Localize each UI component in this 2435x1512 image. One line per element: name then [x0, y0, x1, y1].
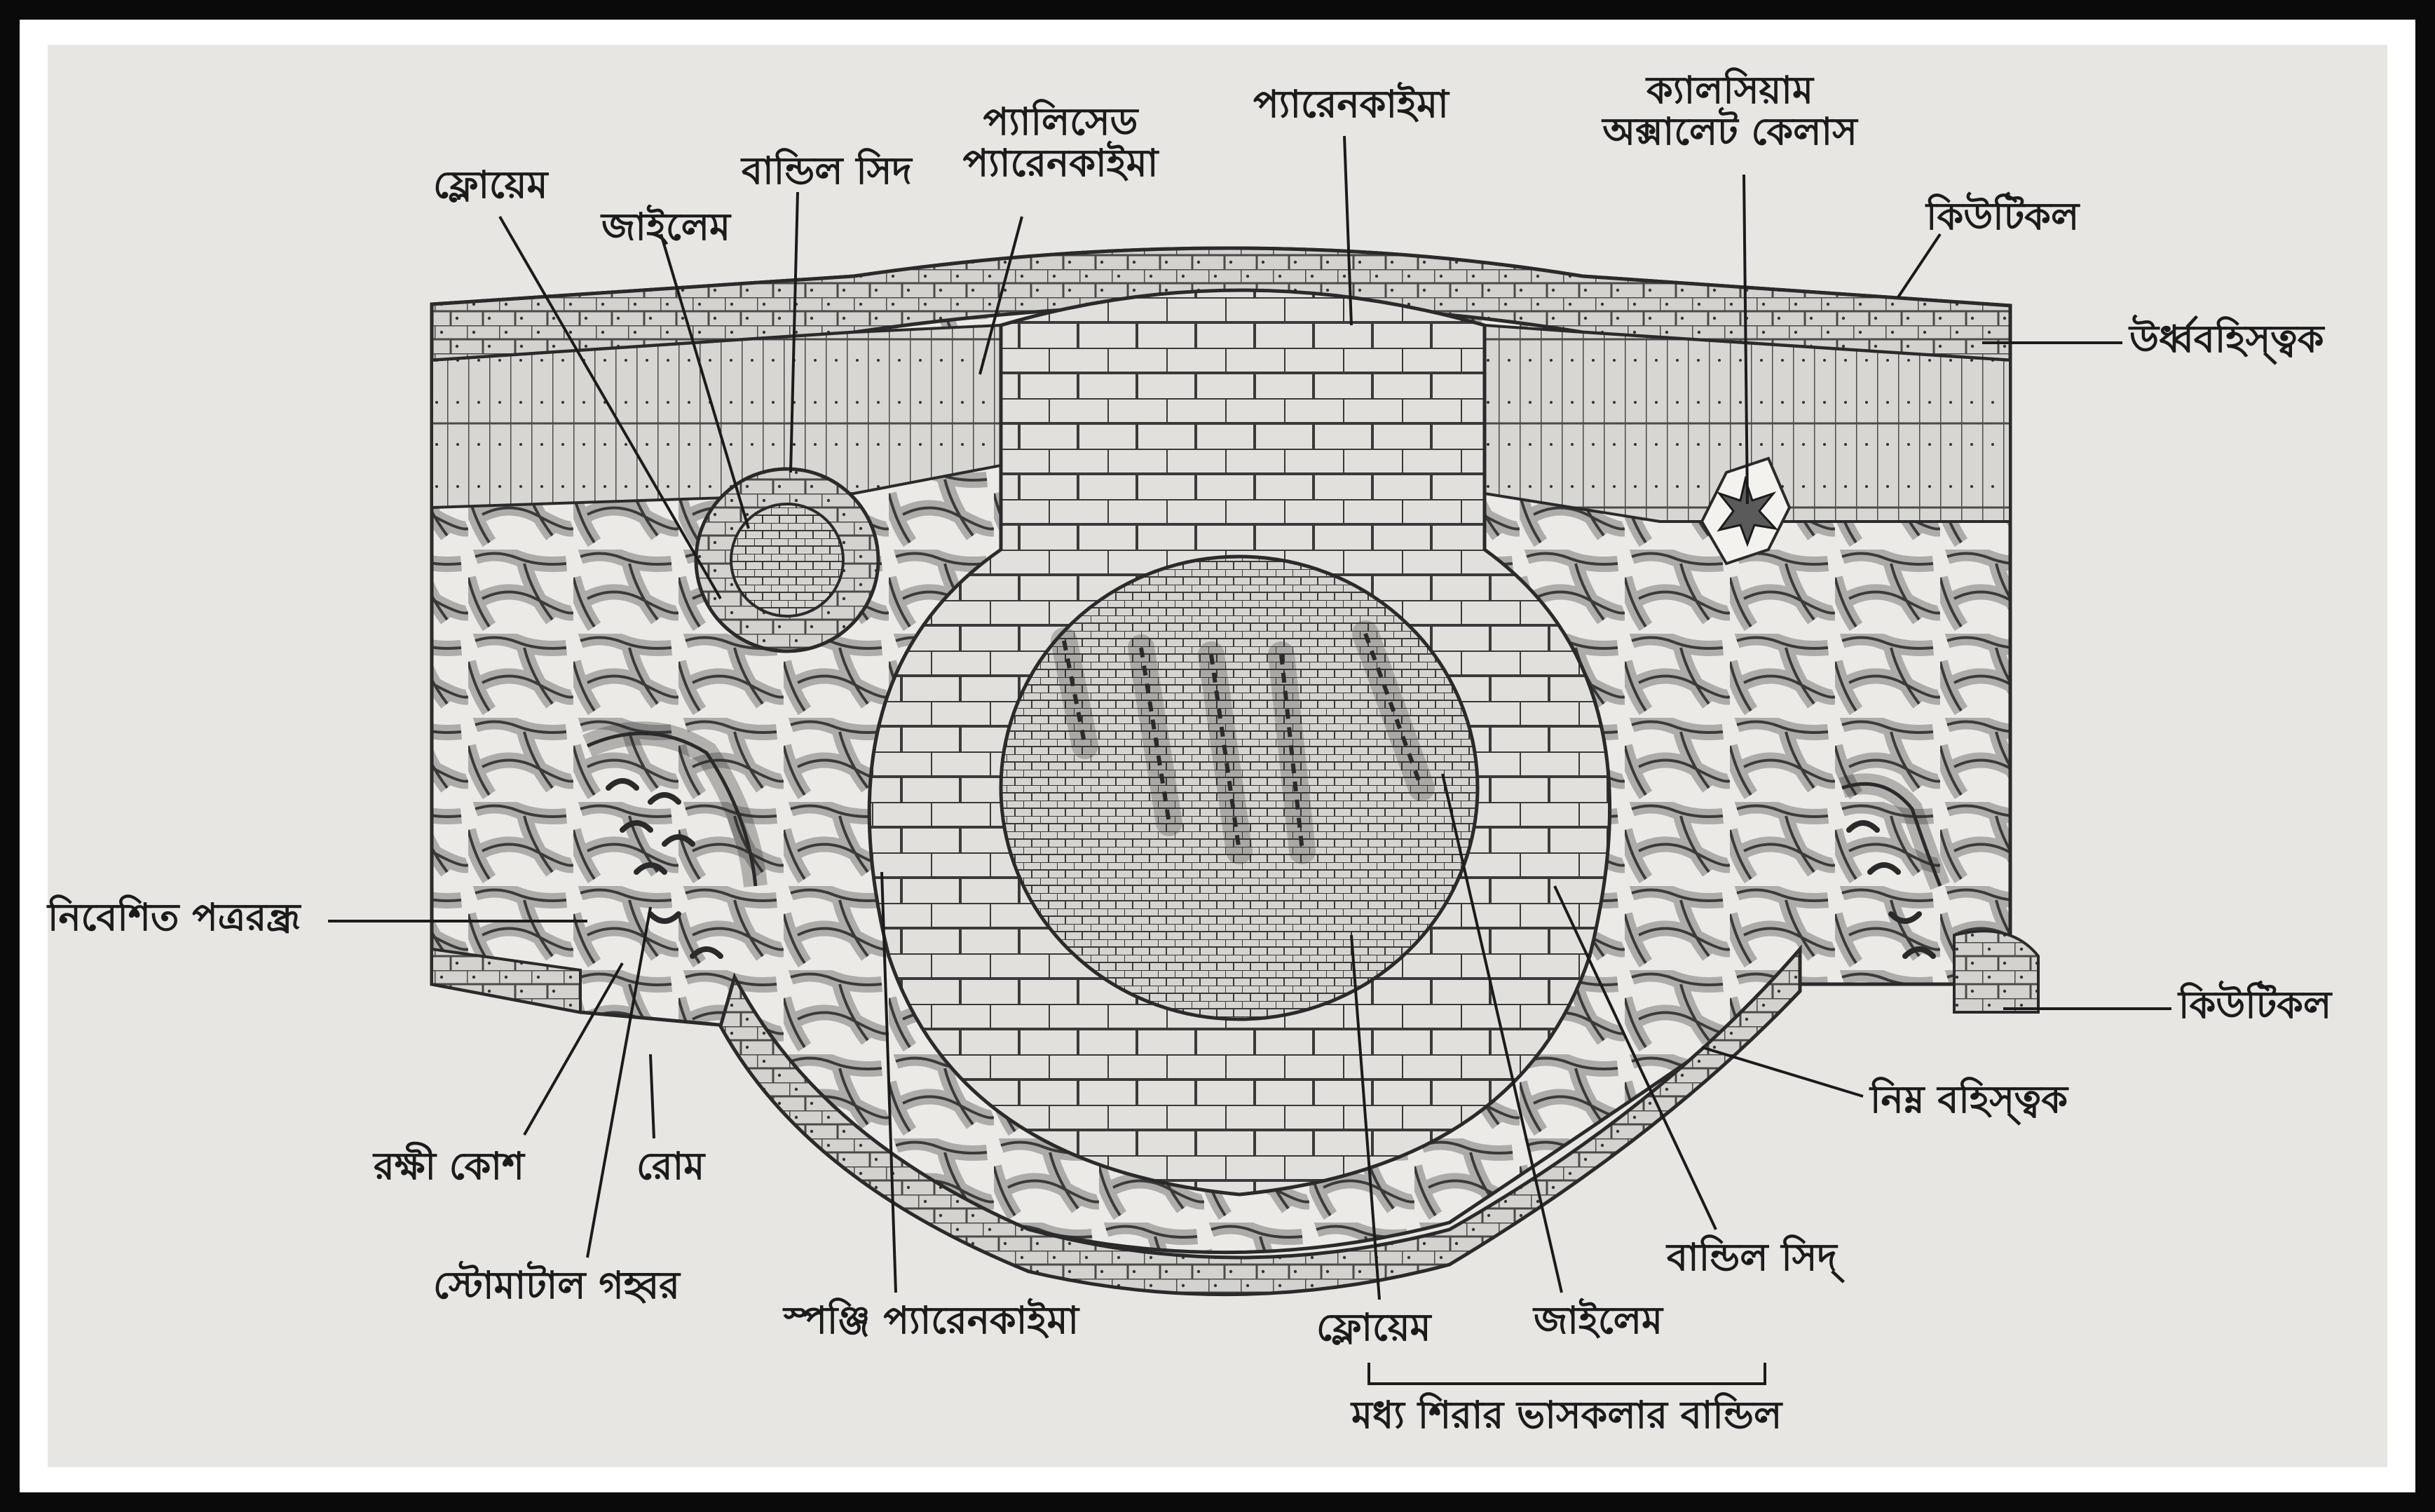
label-midrib-vascular-bundle: মধ্য শিরার ভাসকলার বান্ডিল: [1351, 1394, 1782, 1436]
label-bundle-sheath-bottom: বান্ডিল সিদ্: [1667, 1237, 1837, 1278]
label-sunken-stomata: নিবেশিত পত্ররন্ধ্র: [48, 897, 301, 938]
label-lower-epidermis: নিম্ন বহিস্ত্বক: [1870, 1079, 2068, 1120]
label-guard-cell: রক্ষী কোশ: [374, 1145, 524, 1187]
leader-hair: [650, 1054, 654, 1138]
label-xylem-bottom: জাইলেম: [1534, 1300, 1663, 1341]
label-spongy-parenchyma: স্পঞ্জি প্যারেনকাইমা: [784, 1300, 1079, 1341]
label-calcium-oxalate-crystal: ক্যালসিয়াম অক্সালেট কেলাস: [1602, 69, 1857, 153]
leaf-cross-section-diagram: [48, 45, 2387, 1467]
label-xylem-top: জাইলেম: [601, 206, 730, 247]
label-hair: রোম: [636, 1145, 704, 1187]
label-stomatal-cavity: স্টোমাটাল গহ্বর: [433, 1265, 680, 1306]
label-palisade-parenchyma: প্যালিসেড প্যারেনকাইমা: [963, 101, 1159, 184]
image-frame: ফ্লোয়েম জাইলেম বান্ডিল সিদ প্যালিসেড প্…: [20, 20, 2415, 1492]
midrib-bundle-bracket: [1369, 1363, 1765, 1384]
label-upper-epidermis: উর্ধ্ববহিস্ত্বক: [2129, 318, 2324, 360]
textbook-page: ফ্লোয়েম জাইলেম বান্ডিল সিদ প্যালিসেড প্…: [48, 45, 2387, 1467]
lateral-vascular-bundle: [696, 469, 878, 651]
leader-cuticle-top: [1898, 234, 1940, 297]
label-parenchyma-top: প্যারেনকাইমা: [1253, 83, 1449, 125]
leader-lower-epidermis: [1702, 1047, 1863, 1096]
label-phloem-bottom: ফ্লোয়েম: [1316, 1307, 1431, 1348]
label-cuticle-top: কিউটিকল: [1926, 196, 2079, 237]
label-phloem-top: ফ্লোয়েম: [433, 164, 548, 205]
label-cuticle-right: কিউটিকল: [2178, 984, 2331, 1026]
midrib-vascular-bundle: [1001, 557, 1478, 1019]
label-bundle-sheath-top: বান্ডিল সিদ: [742, 150, 912, 191]
